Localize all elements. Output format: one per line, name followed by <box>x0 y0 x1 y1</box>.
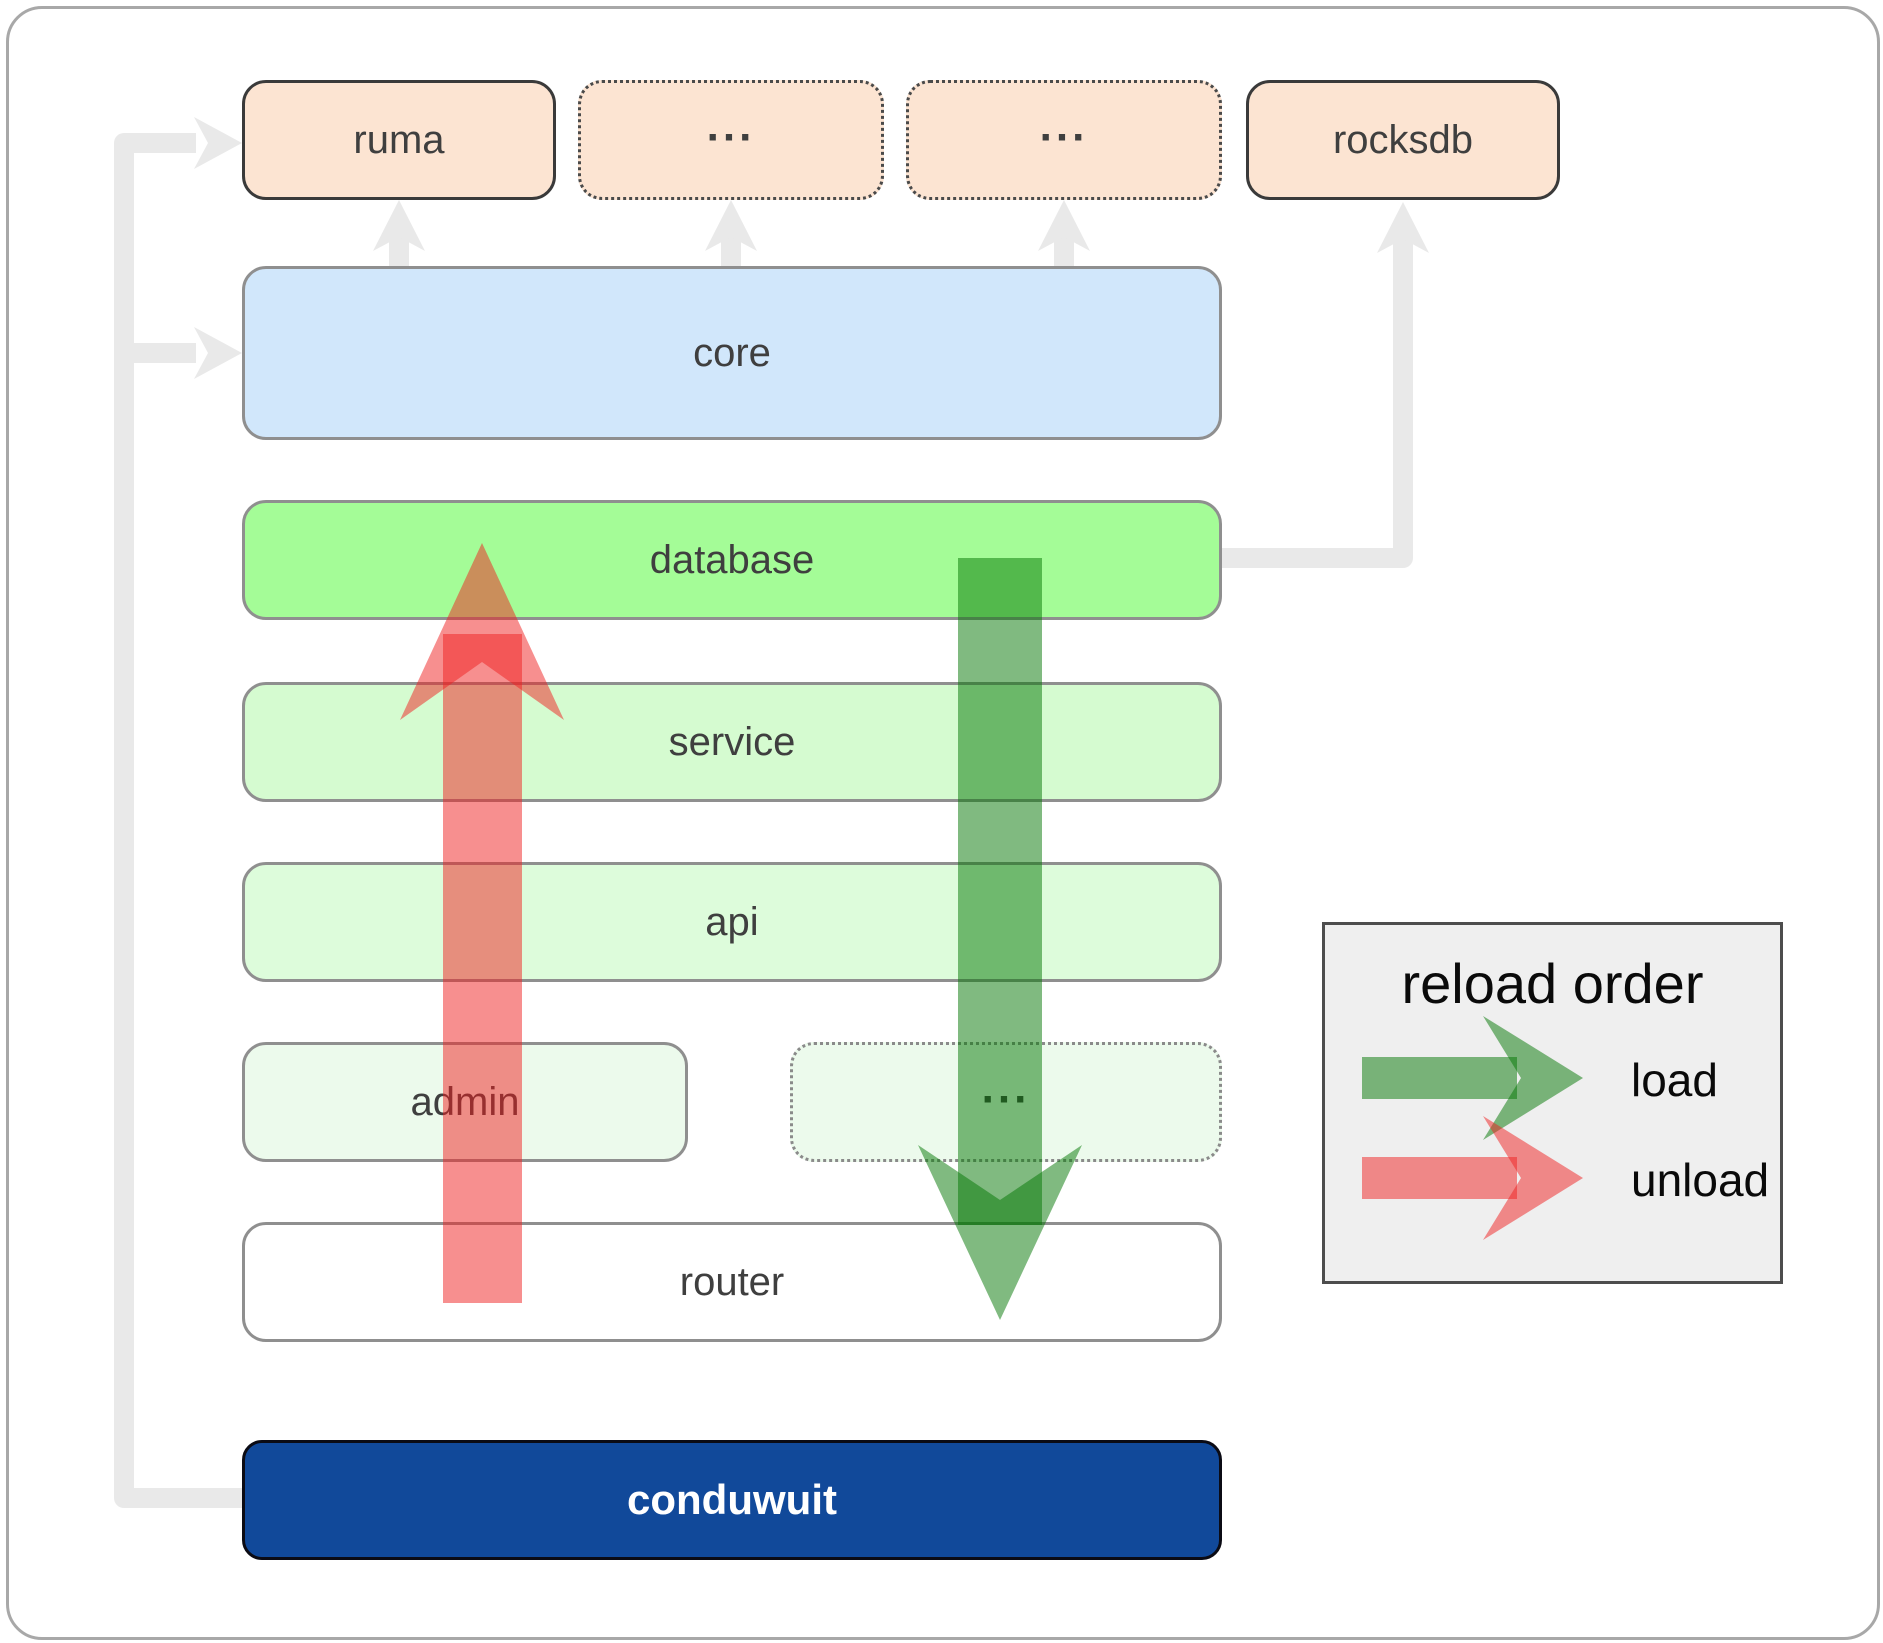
node-ext-top-left: ... <box>578 80 884 200</box>
node-api-label: api <box>705 899 759 944</box>
node-database: database <box>242 500 1222 620</box>
node-database-label: database <box>649 537 815 582</box>
node-conduwuit: conduwuit <box>242 1440 1222 1560</box>
node-admin-label: admin <box>410 1079 520 1124</box>
legend-load-label: load <box>1631 1054 1718 1106</box>
node-service-label: service <box>668 719 796 764</box>
node-ruma: ruma <box>242 80 556 200</box>
node-admin: admin <box>242 1042 688 1162</box>
node-ext-top-left-label: ... <box>706 101 756 151</box>
diagram-outer-border <box>6 6 1880 1640</box>
node-rocksdb: rocksdb <box>1246 80 1560 200</box>
legend-box: reload order load unload <box>1322 922 1783 1284</box>
node-core: core <box>242 266 1222 440</box>
node-ext-top-right-label: ... <box>1039 101 1089 151</box>
node-ext-admin: ... <box>790 1042 1222 1162</box>
node-service: service <box>242 682 1222 802</box>
node-rocksdb-label: rocksdb <box>1332 117 1474 162</box>
node-router-label: router <box>679 1259 785 1304</box>
node-ext-top-right: ... <box>906 80 1222 200</box>
legend-unload-label: unload <box>1631 1154 1770 1206</box>
legend-title: reload order <box>1401 952 1704 1015</box>
node-core-label: core <box>693 330 771 375</box>
node-conduwuit-label: conduwuit <box>627 1476 837 1523</box>
node-ext-admin-label: ... <box>981 1063 1031 1113</box>
node-router: router <box>242 1222 1222 1342</box>
node-api: api <box>242 862 1222 982</box>
node-ruma-label: ruma <box>353 117 445 162</box>
